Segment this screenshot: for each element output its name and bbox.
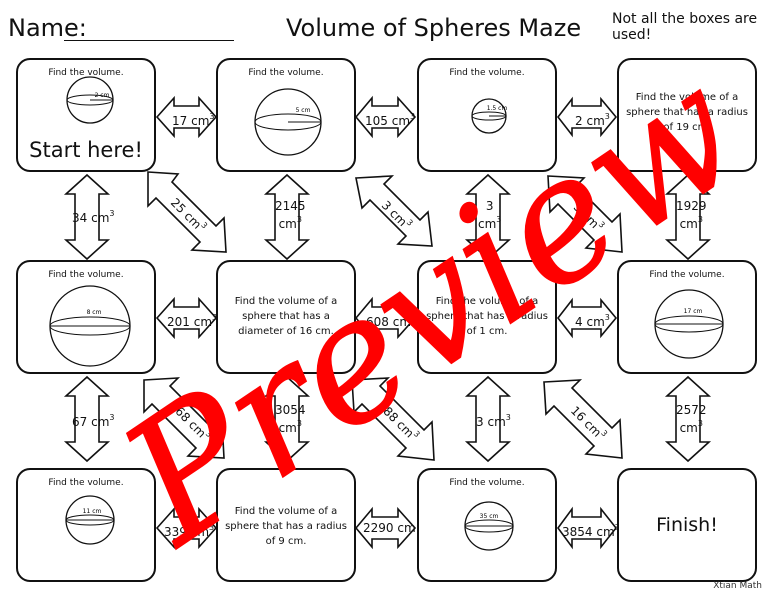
svg-text:35 cm: 35 cm [480, 513, 499, 520]
maze-box-r2c1: Find the volume. 8 cm [16, 260, 156, 374]
arrow-d-r12-b [355, 175, 433, 247]
svg-text:1.5 cm: 1.5 cm [487, 105, 508, 112]
maze-box-r1c1: Find the volume. 2 cm Start here! [16, 58, 156, 172]
maze-box-r2c4: Find the volume. 17 cm [617, 260, 757, 374]
credit-text: Xtian Math [713, 581, 762, 591]
box-instruction: Find the volume. [48, 478, 124, 488]
page-title: Volume of Spheres Maze [286, 14, 582, 42]
maze-box-r1c3: Find the volume. 1.5 cm [417, 58, 557, 172]
arrow-label-h-r3-34: 3854 cm3 [562, 523, 620, 539]
sphere-figure: 2 cm [66, 76, 114, 124]
box-instruction: Find the volume. [48, 68, 124, 78]
sphere-figure: 17 cm [654, 289, 724, 359]
arrow-label-h-r3-12: 339 cm3 [164, 523, 215, 539]
arrow-v-r23-c4 [664, 375, 712, 463]
svg-text:5 cm: 5 cm [296, 107, 311, 114]
arrow-label-d-r23-c: 16 cm3 [567, 403, 610, 440]
start-label: Start here! [29, 138, 143, 162]
arrow-v-r23-c3 [464, 375, 512, 463]
arrow-label-h-r1-34: 2 cm3 [575, 112, 610, 128]
maze-box-r1c2: Find the volume. 5 cm [216, 58, 356, 172]
arrow-h-r3-12 [155, 506, 218, 550]
maze-box-r2c2: Find the volume of a sphere that has a d… [216, 260, 356, 374]
svg-text:2 cm: 2 cm [95, 92, 110, 99]
box-instruction: Find the volume. [449, 68, 525, 78]
arrow-h-r1-23 [354, 95, 417, 139]
name-line[interactable] [64, 40, 234, 41]
box-question: Find the volume of a sphere that has a r… [626, 92, 748, 133]
maze-box-r3c4: Finish! [617, 468, 757, 582]
sphere-figure: 1.5 cm [471, 98, 508, 134]
arrow-h-r1-34 [556, 96, 618, 138]
arrow-label-h-r1-23: 105 cm3 [365, 112, 416, 128]
arrow-d-r23-b [351, 377, 435, 461]
name-label: Name: [8, 14, 87, 42]
arrow-label-v-r23-c1: 67 cm3 [72, 413, 115, 429]
arrow-d-r23-a [143, 377, 225, 459]
box-question: Find the volume of a sphere that has a d… [234, 296, 338, 337]
arrow-v-r12-c2 [263, 173, 311, 261]
svg-text:17 cm: 17 cm [684, 308, 703, 315]
box-instruction: Find the volume. [649, 270, 725, 280]
arrow-h-r2-23 [354, 296, 417, 340]
sphere-figure: 11 cm [65, 495, 115, 545]
arrow-v-r12-c4 [664, 173, 712, 261]
arrow-label-h-r1-12: 17 cm3 [172, 112, 215, 128]
sphere-figure: 8 cm [49, 285, 131, 367]
sphere-figure: 5 cm [254, 88, 322, 156]
arrow-label-v-r12-c1: 34 cm3 [72, 209, 115, 225]
arrow-h-r3-34 [557, 506, 618, 550]
arrow-h-r2-34 [556, 297, 618, 339]
arrow-d-r12-a [147, 171, 227, 253]
arrow-h-r2-12 [155, 296, 218, 340]
arrow-d-r23-c [543, 379, 623, 459]
svg-text:8 cm: 8 cm [87, 309, 102, 316]
maze-box-r1c4: Find the volume of a sphere that has a r… [617, 58, 757, 172]
maze-box-r3c2: Find the volume of a sphere that has a r… [216, 468, 356, 582]
arrow-label-h-r2-23: 608 cm3 [366, 313, 417, 329]
box-question: Find the volume of a sphere that has a r… [225, 506, 347, 547]
arrow-d-r12-c [547, 175, 623, 253]
arrow-label-d-r23-b: 288 cm3 [374, 398, 422, 441]
svg-text:11 cm: 11 cm [83, 508, 102, 515]
box-question: Find the volume of a sphere that has a r… [426, 296, 548, 337]
arrow-v-r12-c1 [63, 173, 111, 261]
arrow-label-d-r12-b: 3 cm3 [378, 198, 415, 230]
maze-box-r3c1: Find the volume. 11 cm [16, 468, 156, 582]
sphere-figure: 35 cm [464, 501, 514, 551]
maze-box-r2c3: Find the volume of a sphere that has a r… [417, 260, 557, 374]
arrow-label-h-r3-23: 2290 cm [363, 521, 416, 535]
arrow-label-d-r12-a: 25 cm3 [167, 195, 210, 232]
box-instruction: Find the volume. [48, 270, 124, 280]
arrow-label-h-r2-34: 4 cm3 [575, 313, 610, 329]
arrow-h-r3-23 [354, 506, 417, 550]
arrow-v-r23-c2 [263, 375, 311, 463]
box-instruction: Find the volume. [248, 68, 324, 78]
arrow-label-d-r12-c: 5 cm3 [570, 200, 607, 232]
arrow-h-r1-12 [155, 95, 218, 139]
arrow-label-h-r2-12: 201 cm3 [167, 313, 218, 329]
maze-box-r3c3: Find the volume. 35 cm [417, 468, 557, 582]
arrow-v-r12-c3 [464, 173, 512, 261]
arrow-label-v-r23-c3: 3 cm3 [476, 413, 511, 429]
note-text: Not all the boxes are used! [612, 11, 758, 43]
finish-label: Finish! [656, 514, 718, 536]
arrow-label-d-r23-a: 268 cm3 [166, 398, 214, 441]
arrow-v-r23-c1 [63, 375, 111, 463]
box-instruction: Find the volume. [449, 478, 525, 488]
